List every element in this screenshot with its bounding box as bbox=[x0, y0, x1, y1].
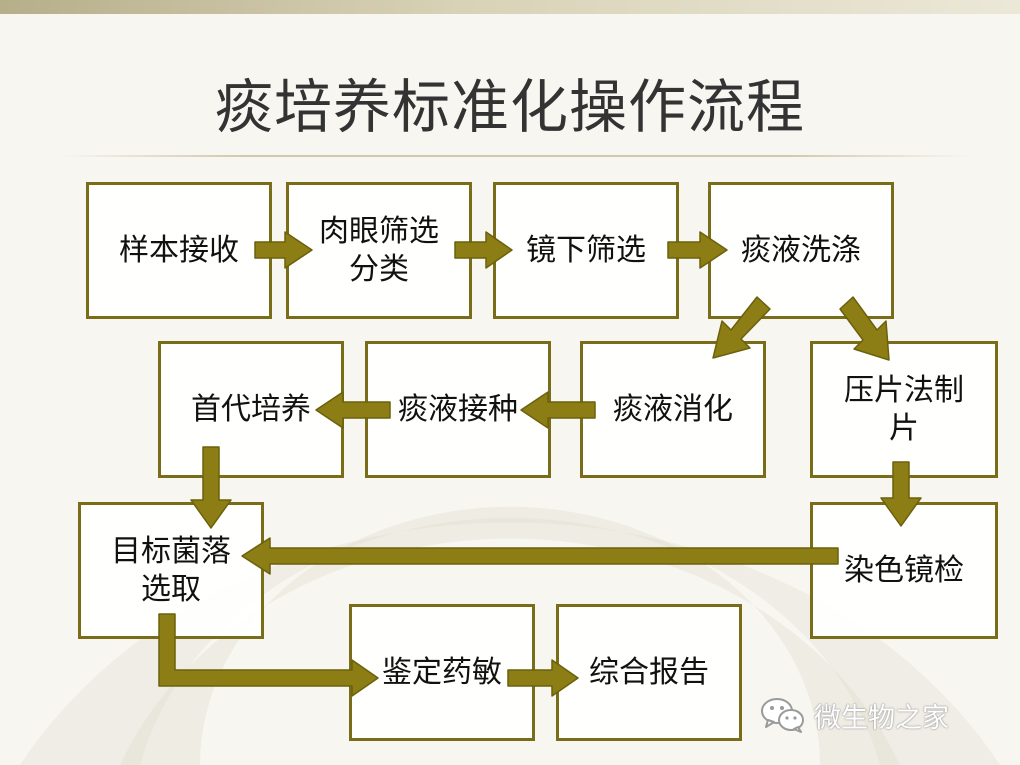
step-label-line2: 分类 bbox=[349, 251, 409, 287]
step-label: 样本接收 bbox=[119, 232, 239, 268]
step-label: 综合报告 bbox=[589, 654, 709, 690]
step-label: 痰液消化 bbox=[613, 391, 733, 427]
step-target-colony: 目标菌落 选取 bbox=[78, 502, 264, 639]
step-label: 染色镜检 bbox=[844, 552, 964, 588]
step-label: 肉眼筛选 分类 bbox=[319, 213, 439, 288]
step-microscope-screen: 镜下筛选 bbox=[493, 182, 679, 319]
step-identify-ast: 鉴定药敏 bbox=[349, 604, 535, 741]
step-press-slide: 压片法制 片 bbox=[810, 341, 998, 478]
step-label: 痰液洗涤 bbox=[741, 232, 861, 268]
step-sputum-wash: 痰液洗涤 bbox=[708, 182, 894, 319]
wechat-icon bbox=[761, 698, 804, 733]
step-label-line1: 压片法制 bbox=[844, 373, 964, 408]
step-label: 目标菌落 选取 bbox=[111, 533, 231, 608]
step-report: 综合报告 bbox=[556, 604, 742, 741]
step-label: 镜下筛选 bbox=[526, 232, 646, 268]
step-label: 首代培养 bbox=[191, 391, 311, 427]
step-naked-eye-screen: 肉眼筛选 分类 bbox=[286, 182, 472, 319]
top-decorative-band bbox=[0, 0, 1020, 14]
watermark-text: 微生物之家 bbox=[814, 702, 949, 734]
title-divider bbox=[60, 155, 970, 157]
step-sample-receive: 样本接收 bbox=[86, 182, 272, 319]
step-label-line2: 片 bbox=[889, 410, 919, 446]
step-sputum-digest: 痰液消化 bbox=[580, 341, 766, 478]
step-stain-microscopy: 染色镜检 bbox=[810, 502, 998, 639]
step-label-line2: 选取 bbox=[141, 571, 201, 607]
watermark: 微生物之家 bbox=[760, 690, 1000, 740]
step-label: 痰液接种 bbox=[398, 391, 518, 427]
step-label-line1: 肉眼筛选 bbox=[319, 214, 439, 249]
step-first-culture: 首代培养 bbox=[158, 341, 344, 478]
step-label: 鉴定药敏 bbox=[382, 654, 502, 690]
step-label: 压片法制 片 bbox=[844, 372, 964, 447]
step-sputum-inoculate: 痰液接种 bbox=[365, 341, 551, 478]
step-label-line1: 目标菌落 bbox=[111, 534, 231, 569]
slide-title: 痰培养标准化操作流程 bbox=[214, 73, 805, 141]
